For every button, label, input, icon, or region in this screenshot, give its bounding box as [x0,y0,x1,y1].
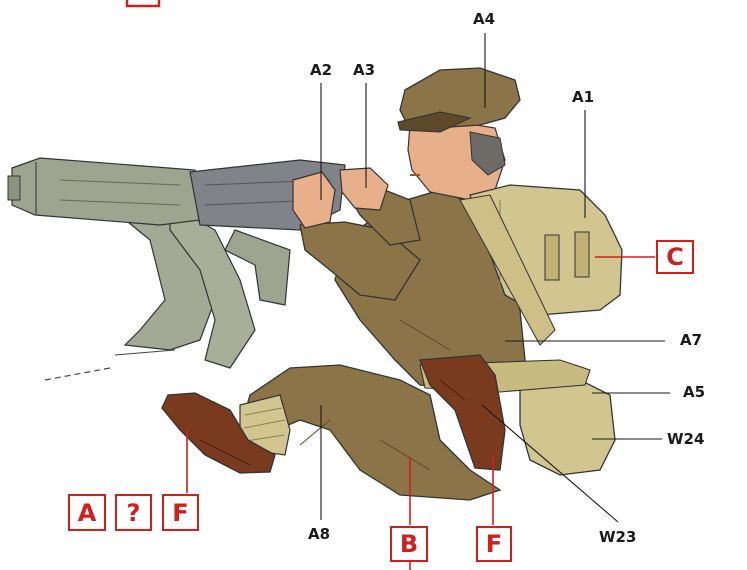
gun-muzzle [8,176,20,200]
label-a3: A3 [353,63,375,78]
gun-water-jacket [12,158,200,225]
label-a5: A5 [683,385,705,400]
cropped-callout-box [127,0,159,6]
soldier-left-hand [293,172,335,228]
label-a8: A8 [308,527,330,542]
callout-box-a: A [68,494,106,531]
callout-box-question: ? [115,494,152,531]
label-w23: W23 [599,530,636,545]
soldier-right-hand [340,168,388,210]
label-w24: W24 [667,432,704,447]
callout-box-b: B [390,526,428,562]
callout-box-c: C [656,240,694,274]
label-a4: A4 [473,12,495,27]
soldier-water-bottle [520,380,615,475]
label-a7: A7 [680,333,702,348]
label-a2: A2 [310,63,332,78]
label-a1: A1 [572,90,594,105]
callout-box-f-right: F [476,526,512,562]
callout-box-f-left: F [162,494,199,531]
